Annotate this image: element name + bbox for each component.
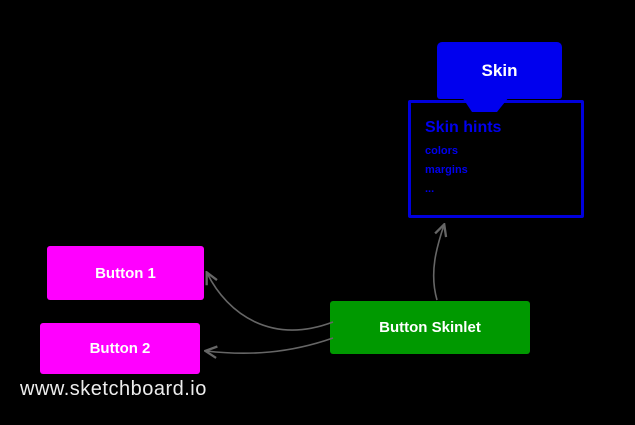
node-button1-label: Button 1 (95, 264, 156, 282)
node-skin[interactable]: Skin (437, 42, 562, 99)
sketchboard-watermark: www.sketchboard.io (20, 378, 207, 400)
node-button1[interactable]: Button 1 (47, 246, 204, 300)
skin-hints-item-margins: margins (425, 164, 468, 176)
node-button2[interactable]: Button 2 (40, 323, 200, 374)
skin-hints-title: Skin hints (425, 119, 502, 136)
node-skin-hints[interactable]: Skin hints colors margins ... (408, 100, 584, 218)
arrow-skinlet-to-skin-hints (432, 225, 444, 301)
node-skin-label: Skin (481, 60, 518, 80)
node-button2-label: Button 2 (89, 340, 151, 357)
skin-hints-item-colors: colors (425, 145, 459, 157)
skin-hints-item-ellipsis: ... (425, 183, 435, 195)
node-button-skinlet[interactable]: Button Skinlet (330, 301, 530, 354)
arrow-skinlet-to-button1 (207, 273, 334, 331)
node-button-skinlet-label: Button Skinlet (379, 319, 481, 336)
arrow-skinlet-to-button2 (206, 337, 334, 353)
